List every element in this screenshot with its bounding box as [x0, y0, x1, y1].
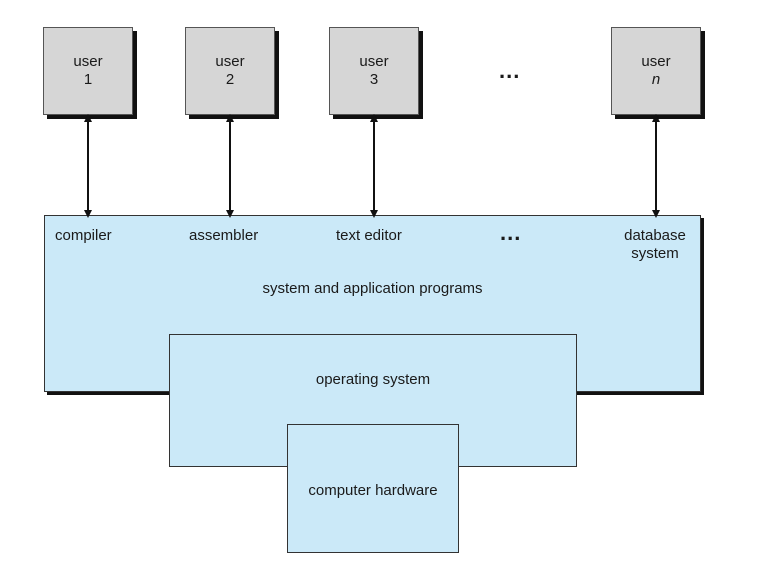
- database-system-label: database system: [612, 227, 698, 263]
- text-editor-label: text editor: [336, 227, 402, 244]
- user-number: 3: [369, 71, 379, 88]
- user-number: 2: [225, 71, 235, 88]
- compiler-label: compiler: [55, 227, 112, 244]
- user-box-1: user 1: [43, 27, 133, 115]
- user-number: 1: [83, 71, 93, 88]
- user-word: user: [641, 53, 671, 70]
- assembler-label: assembler: [189, 227, 259, 244]
- system-line: system: [631, 245, 679, 262]
- computer-hardware-layer: [287, 424, 459, 553]
- database-line: database: [624, 227, 686, 244]
- programs-layer-label: system and application programs: [262, 280, 483, 297]
- user-word: user: [359, 53, 389, 70]
- computer-hardware-label: computer hardware: [308, 482, 438, 499]
- user-box-n: user n: [611, 27, 701, 115]
- user-number: n: [651, 71, 661, 88]
- user-word: user: [215, 53, 245, 70]
- operating-system-label: operating system: [315, 371, 431, 388]
- users-ellipsis: ...: [499, 58, 521, 83]
- user-box-2: user 2: [185, 27, 275, 115]
- programs-ellipsis: ...: [500, 220, 522, 245]
- user-box-3: user 3: [329, 27, 419, 115]
- user-word: user: [73, 53, 103, 70]
